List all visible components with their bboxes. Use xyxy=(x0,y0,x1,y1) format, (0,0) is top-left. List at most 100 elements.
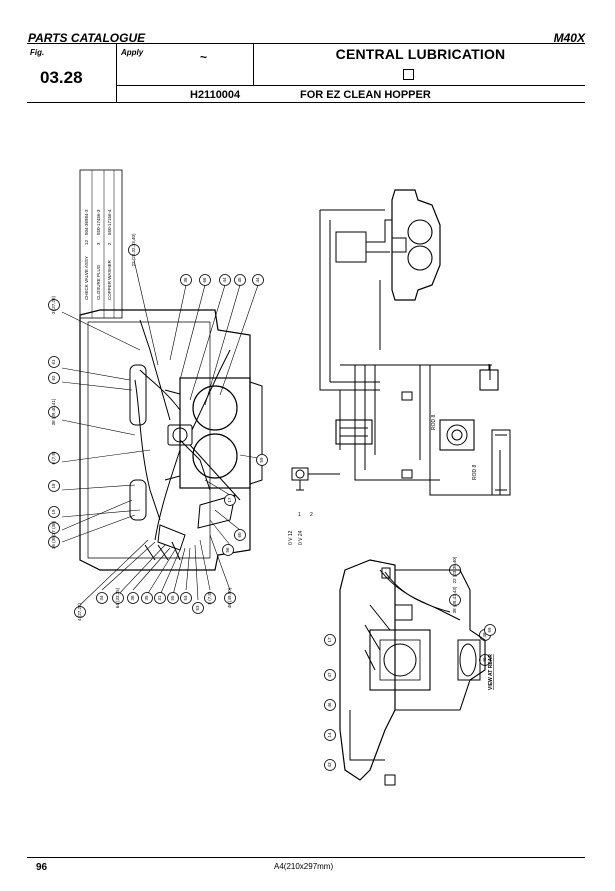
callout-label: 48 xyxy=(482,632,487,638)
view-label: VIEW AT REAR xyxy=(488,654,494,690)
callout-lower-4: 14 xyxy=(324,729,336,741)
apply-label: Apply xyxy=(121,48,144,57)
callout-label: 59 xyxy=(487,627,492,633)
callout-left-19: 5 (7,8) xyxy=(204,591,216,605)
callout-right-1: 36 xyxy=(180,274,192,286)
title-divider-fig xyxy=(116,43,117,103)
callout-right-8: 60 xyxy=(234,529,246,541)
model-name: M40X xyxy=(553,31,585,45)
callout-label: 47 xyxy=(327,672,332,678)
section-title: CENTRAL LUBRICATION xyxy=(335,46,506,62)
schematic-labels: 1 2 0 V 24 0 V 12 ROD 8 ROD 8 xyxy=(288,415,478,546)
title-rule-bottom xyxy=(27,102,585,103)
callout-label: 6 (7,8) xyxy=(51,451,56,465)
callout-right-9: 56 xyxy=(222,544,234,556)
rod-label-2: ROD 8 xyxy=(472,465,478,481)
table-row-3-code: 550-17156-4 xyxy=(107,209,112,235)
callout-top-1: 22 (23,32,33,40) xyxy=(128,233,140,267)
callout-label: 45 xyxy=(237,277,242,283)
fig-label: Fig. xyxy=(30,48,45,57)
callout-label: 59 xyxy=(259,457,264,463)
callout-label: 17 xyxy=(227,497,232,503)
callout-label: 55 xyxy=(170,595,175,601)
callout-label: 43 xyxy=(327,762,332,768)
table-row-3-qty: 2 xyxy=(107,242,112,245)
callout-label: 38 (39,41,43) xyxy=(452,586,457,613)
callout-left-3: 62 xyxy=(48,372,60,384)
title-rule-middle xyxy=(117,85,585,86)
callout-label: 22 (23,32,33,40) xyxy=(131,233,136,267)
callout-lower-2: 47 xyxy=(324,669,336,681)
callout-label: 3 (27,28) xyxy=(51,295,56,314)
leader-lines-left xyxy=(61,311,231,606)
callout-markers: 3 (27,28) 61 62 38 (39,40,41) 6 (7,8) 18 19 37 … xyxy=(48,233,496,771)
voltage-label-24: 0 V 24 xyxy=(298,530,304,545)
callout-label: 53 xyxy=(195,605,200,611)
page-number: 96 xyxy=(36,862,48,873)
callout-right-3: 44 xyxy=(219,274,231,286)
callout-label: 44 xyxy=(255,277,260,283)
checkbox-icon xyxy=(403,69,414,80)
callout-label: 14 xyxy=(327,732,332,738)
callout-label: 66 xyxy=(202,277,207,283)
callout-label: 46 xyxy=(327,702,332,708)
leader-lines-right xyxy=(133,259,259,546)
callout-left-1: 3 (27,28) xyxy=(48,295,60,314)
part-description: FOR EZ CLEAN HOPPER xyxy=(300,89,431,101)
callout-label: 36 xyxy=(183,277,188,283)
callout-label: 44 xyxy=(222,277,227,283)
callout-lower-1: 17 xyxy=(324,634,336,646)
callout-left-10: 4 (27,28) xyxy=(74,602,86,621)
callout-left-8: 37 (38) xyxy=(48,520,60,535)
callout-label: 4 (27,28) xyxy=(77,602,82,621)
rear-view-drawing xyxy=(339,559,486,786)
footer-rule xyxy=(27,857,585,858)
callout-label: 18 xyxy=(51,483,56,489)
callout-left-14: 35 xyxy=(141,592,153,604)
table-row-1-qty: 12 xyxy=(84,239,89,245)
table-row-2-qty: 3 xyxy=(96,242,101,245)
fig-number: 03.28 xyxy=(40,68,83,87)
callout-left-5: 6 (7,8) xyxy=(48,451,60,465)
callout-left-15: 31 xyxy=(154,592,166,604)
callout-left-16: 55 xyxy=(167,592,179,604)
callout-lower-3: 46 xyxy=(324,699,336,711)
callout-label: 19 xyxy=(51,509,56,515)
table-row-2: CLOSURE PLUG xyxy=(96,264,101,300)
header-rule-top xyxy=(27,43,585,44)
callout-lower-5: 43 xyxy=(324,759,336,771)
callout-left-4: 38 (39,40,41) xyxy=(48,398,60,425)
table-row-1: CHECK VALVE ASSY xyxy=(84,256,89,300)
callout-label: 60 xyxy=(237,532,242,538)
callout-label: 35 xyxy=(144,595,149,601)
callout-label: 36 xyxy=(130,595,135,601)
part-code: H2110004 xyxy=(190,89,241,101)
callout-lower-10: 59 xyxy=(484,624,496,636)
callout-label: 31 xyxy=(157,595,162,601)
parts-table-text: CHECK VALVE ASSY 12 504-36984-3 CLOSURE … xyxy=(84,209,112,300)
callout-left-11: 34 xyxy=(96,592,108,604)
callout-label: 61 xyxy=(51,359,56,365)
lubrication-diagram: CHECK VALVE ASSY 12 504-36984-3 CLOSURE … xyxy=(48,169,511,786)
title-divider-apply xyxy=(253,43,254,86)
table-row-2-code: 550-17456-3 xyxy=(96,209,101,235)
wiring-schematic xyxy=(291,189,511,496)
callout-right-5: 44 xyxy=(252,274,264,286)
main-assembly-drawing xyxy=(79,309,263,571)
callout-right-4: 45 xyxy=(234,274,246,286)
callout-label: 36 (38) xyxy=(51,534,56,549)
callout-right-2: 66 xyxy=(199,274,211,286)
callout-label: 34 xyxy=(99,595,104,601)
switch-label-1: 1 xyxy=(298,512,301,518)
callout-left-18: 53 xyxy=(192,602,204,614)
table-row-1-code: 504-36984-3 xyxy=(84,209,89,235)
callout-label: 62 xyxy=(51,375,56,381)
callout-label: 54 xyxy=(183,595,188,601)
rod-label-1: ROD 8 xyxy=(431,415,437,431)
paper-size: A4(210x297mm) xyxy=(274,862,334,871)
callout-left-7: 19 xyxy=(48,506,60,518)
callout-lower-7: 38 (39,41,43) xyxy=(449,586,461,613)
callout-right-6: 59 xyxy=(256,454,268,466)
callout-label: 5 (7,8) xyxy=(207,591,212,605)
callout-label: 17 xyxy=(327,637,332,643)
